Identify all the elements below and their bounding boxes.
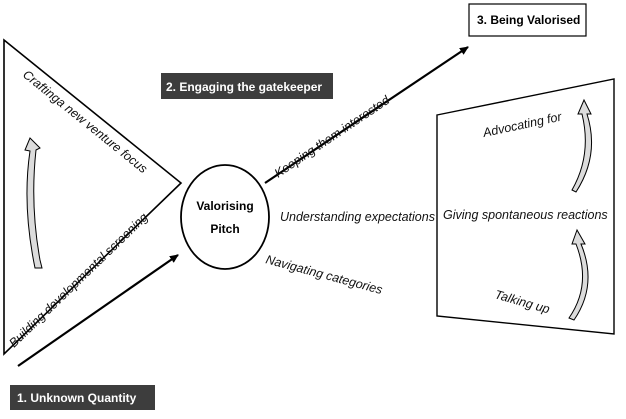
navigating-categories-label: Navigating categories bbox=[264, 252, 384, 297]
output-arrow bbox=[264, 46, 469, 184]
left-funnel-shape bbox=[3, 38, 183, 356]
crafting-focus-label: Craftinga new venture focus bbox=[20, 67, 150, 176]
developmental-screening-label: Building developmental screening bbox=[6, 210, 150, 350]
being-valorised-label: 3. Being Valorised bbox=[477, 13, 580, 27]
engaging-gatekeeper-box bbox=[161, 73, 333, 99]
engaging-gatekeeper-label: 2. Engaging the gatekeeper bbox=[166, 80, 322, 94]
giving-spontaneous-reactions-label: Giving spontaneous reactions bbox=[443, 208, 608, 222]
valorising-pitch-line1: Valorising bbox=[196, 199, 253, 213]
left-curved-arrow-icon bbox=[24, 137, 43, 269]
understanding-expectations-label: Understanding expectations bbox=[280, 210, 435, 224]
advocating-for-label: Advocating for bbox=[481, 109, 564, 140]
right-panel-shape bbox=[436, 78, 615, 335]
talking-up-label: Talking up bbox=[493, 287, 551, 316]
unknown-quantity-label: 1. Unknown Quantity bbox=[17, 391, 137, 405]
input-arrow bbox=[17, 254, 179, 367]
valorising-pitch-ellipse bbox=[180, 164, 270, 270]
being-valorised-box bbox=[468, 3, 587, 37]
right-top-curved-arrow-icon bbox=[571, 98, 592, 193]
unknown-quantity-box bbox=[10, 385, 155, 410]
valorising-pitch-line2: Pitch bbox=[210, 222, 239, 236]
right-bottom-curved-arrow-icon bbox=[568, 228, 589, 321]
keeping-interested-label: Keeping them interested bbox=[272, 93, 393, 181]
